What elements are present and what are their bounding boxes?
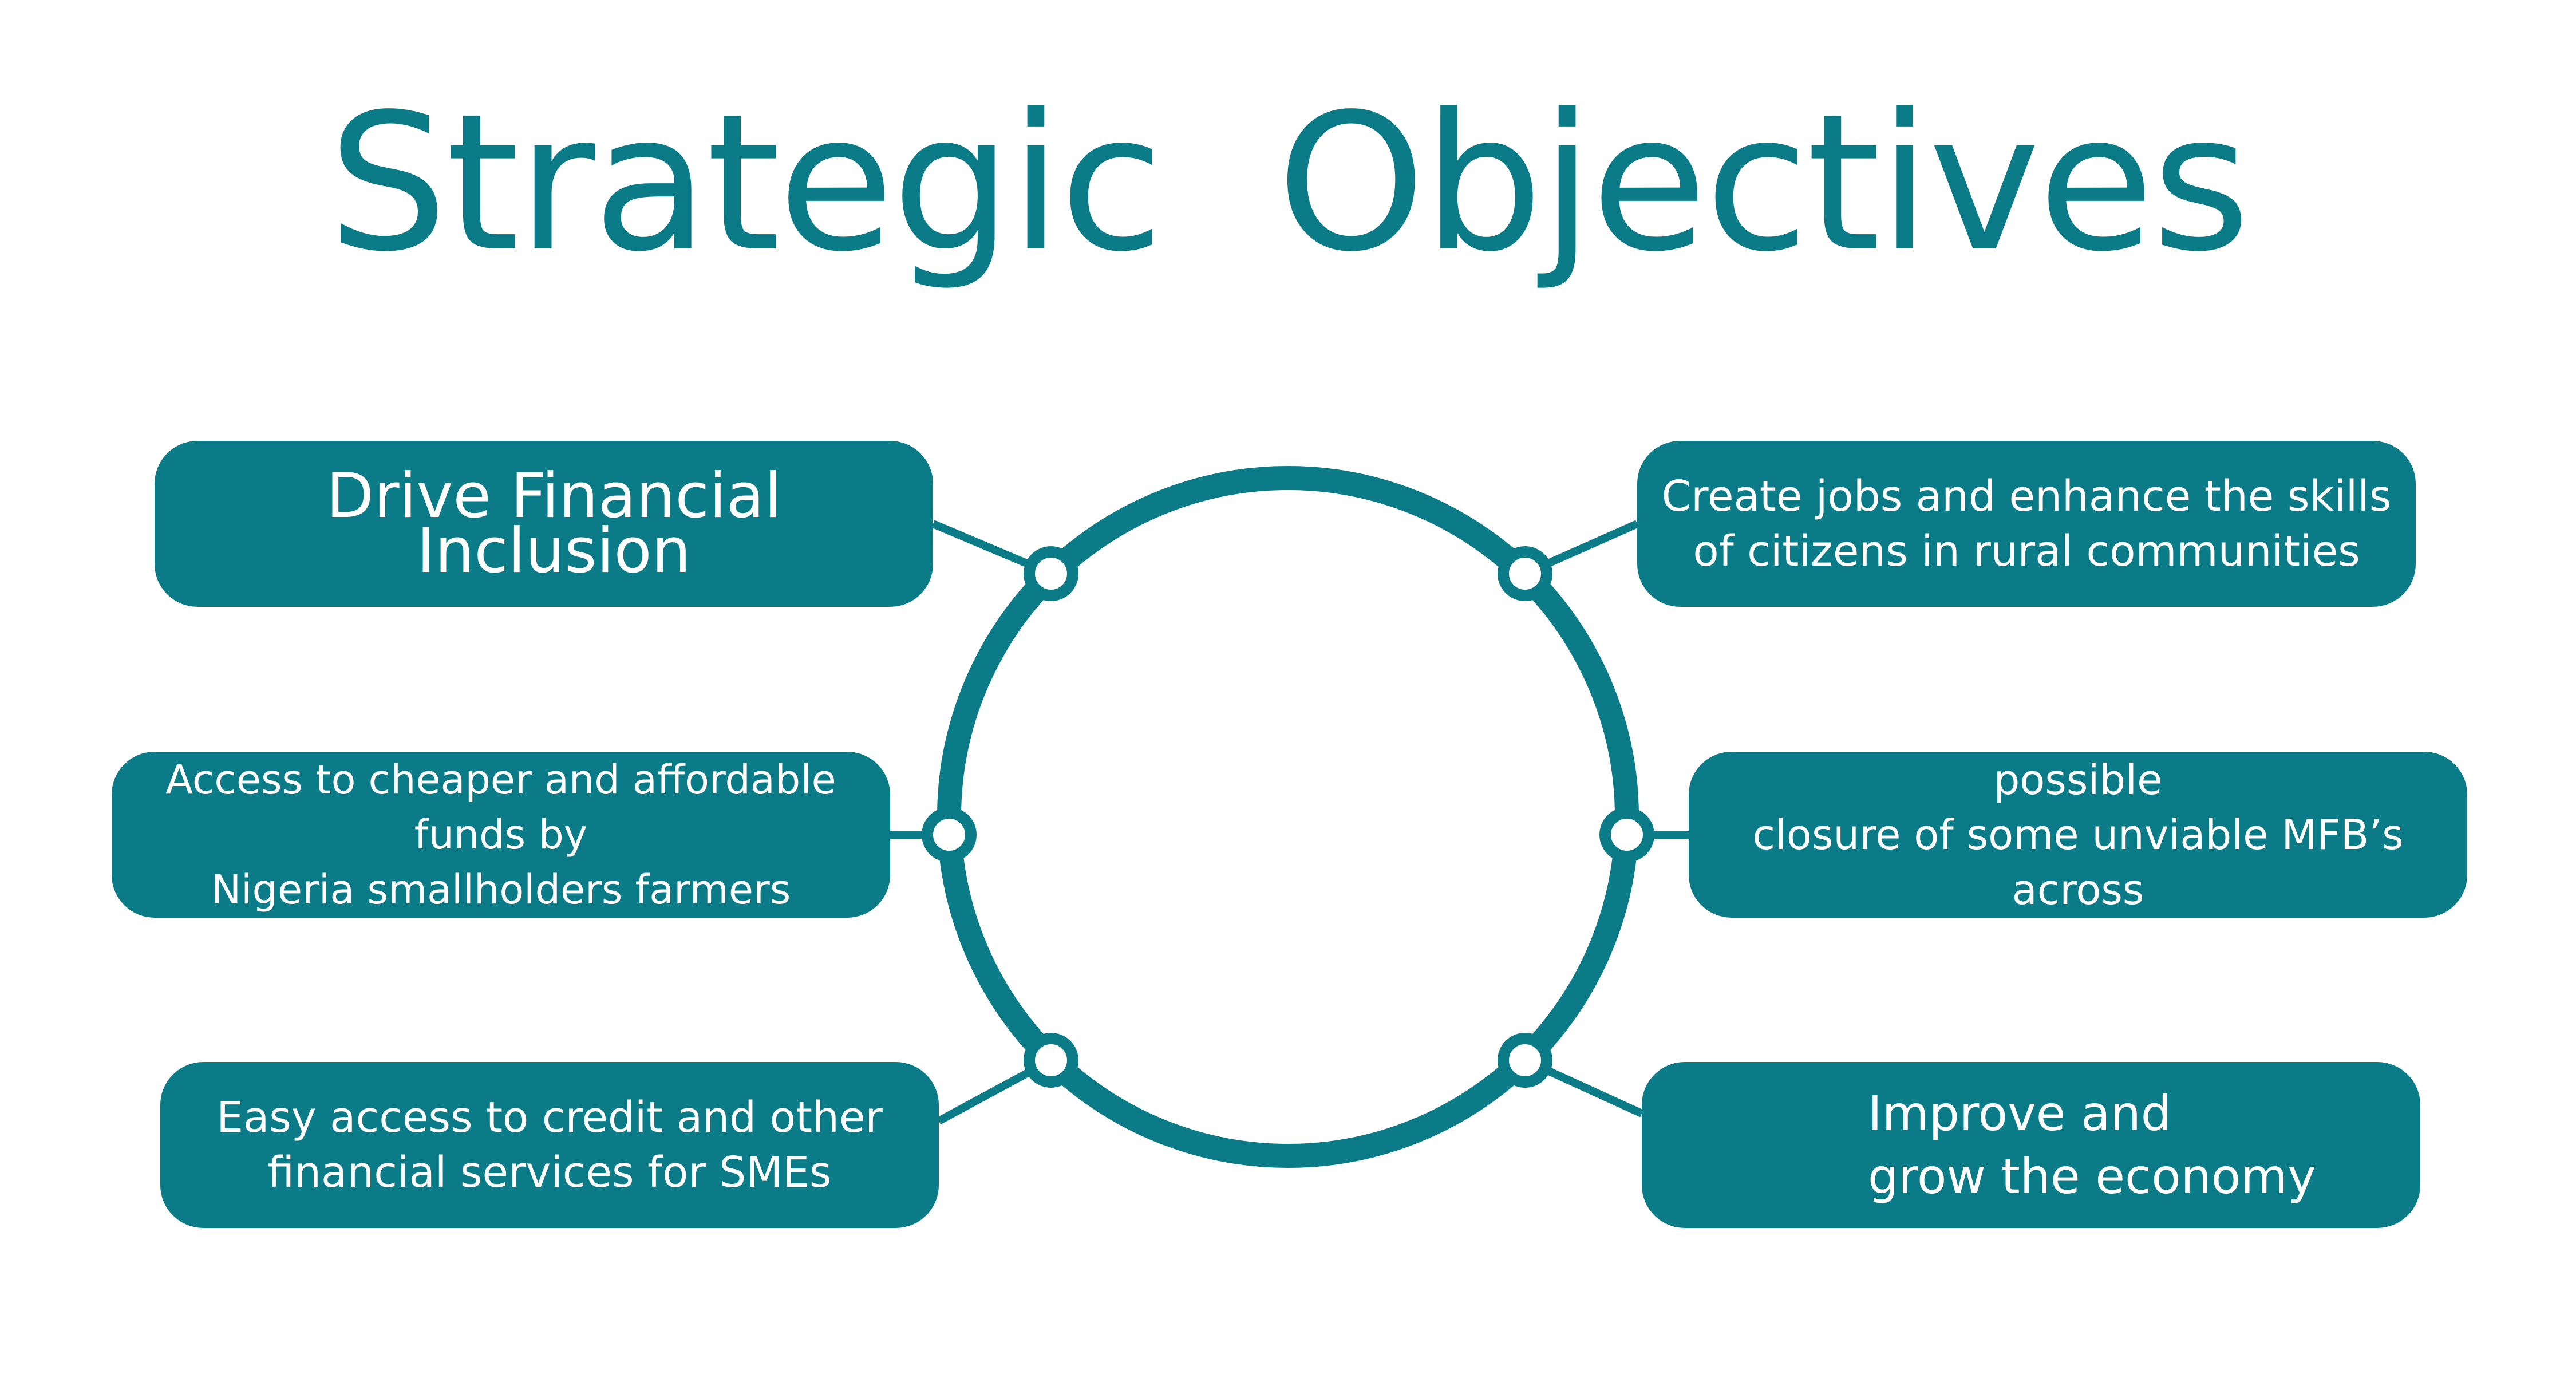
node-middle-right	[1599, 807, 1654, 862]
objective-box-fill-the-gap: Fill the Gap arising from the possible c…	[1689, 701, 2467, 969]
objective-box-access-to-credit: Easy access to credit and other financia…	[160, 1062, 939, 1228]
node-top-left	[1024, 546, 1078, 601]
objective-box-grow-economy: Improve and grow the economy	[1642, 1062, 2420, 1228]
objective-box-create-jobs: Create jobs and enhance the skills of ci…	[1637, 441, 2416, 607]
node-bottom-right	[1498, 1033, 1552, 1088]
node-bottom-left	[1024, 1033, 1078, 1088]
objective-label: Access to cheaper and affordable funds b…	[165, 756, 836, 913]
objective-label: Drive Financial Inclusion	[326, 460, 782, 587]
node-top-right	[1498, 546, 1552, 601]
objective-box-drive-financial-inclusion: Drive Financial Inclusion	[155, 441, 933, 607]
page-title: Strategic Objectives	[327, 73, 2250, 293]
node-middle-left	[922, 807, 977, 862]
objective-label: Create jobs and enhance the skills of ci…	[1661, 472, 2392, 576]
objective-label: Improve and grow the economy	[1868, 1085, 2316, 1205]
objective-label: Easy access to credit and other financia…	[216, 1093, 883, 1197]
objective-box-access-to-funds: Access to cheaper and affordable funds b…	[112, 752, 890, 918]
objective-label: Fill the Gap arising from the possible c…	[1752, 701, 2404, 969]
